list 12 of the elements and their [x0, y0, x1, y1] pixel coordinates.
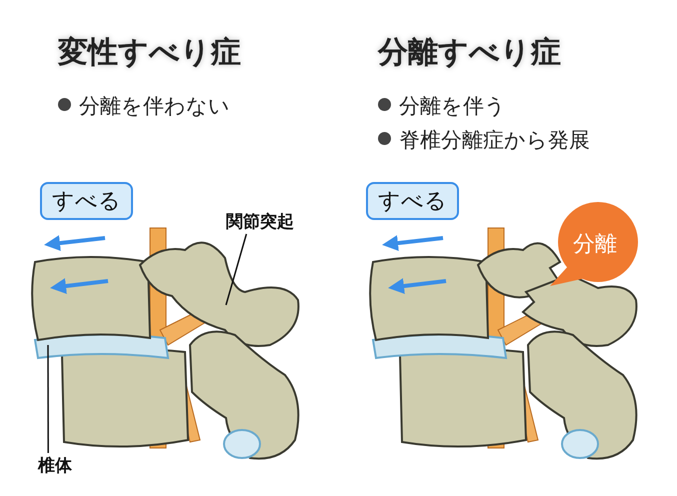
part-label: 関節突起	[226, 210, 294, 233]
bullet-text: 脊椎分離症から発展	[399, 128, 590, 152]
callout-box: すべる	[366, 182, 459, 220]
panel-title: 変性すべり症	[58, 34, 241, 72]
bubble-label: 分離	[572, 231, 618, 259]
bullet-text: 分離を伴う	[399, 94, 506, 118]
callout-box: すべる	[40, 182, 133, 220]
leader-line	[47, 345, 49, 453]
leader-line	[225, 234, 248, 306]
part-label: 椎体	[38, 454, 72, 477]
bullet-text: 分離を伴わない	[79, 94, 230, 118]
panel-title: 分離すべり症	[378, 34, 561, 72]
